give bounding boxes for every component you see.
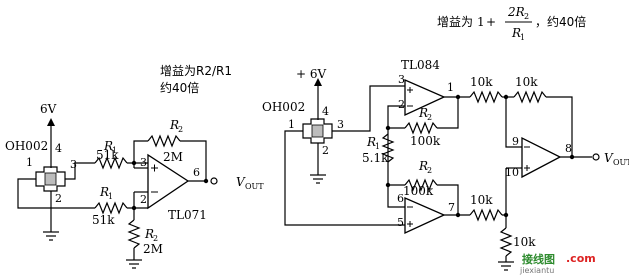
svg-text:R: R [511,26,521,40]
r1-top-name: R [103,139,113,153]
r-gnd-value: 10k [513,235,536,249]
output-label: V [236,175,246,189]
r2-bottom-name: R [418,159,428,173]
watermark: 接线图 .com jiexiantu [519,252,596,275]
resistor-10k-fb [513,90,547,104]
amp-pin: 10 [505,166,519,179]
ground-symbol [310,174,326,184]
svg-text:2: 2 [153,234,158,243]
r2-ground-value: 2M [143,242,163,256]
sensor-pin: 3 [70,158,77,171]
amp-name: TL084 [401,58,440,72]
watermark-site: jiexiantu [519,266,554,275]
amp-pin: 3 [140,156,147,169]
op-amp-3 [521,136,562,179]
svg-text:2: 2 [524,12,529,21]
r1-top-value: 51k [96,148,119,162]
amp-pin: 2 [140,193,147,206]
r2-feedback-value: 2M [163,150,183,164]
op-amp-2 [404,197,446,235]
ground-symbol [43,231,59,241]
amp-pin: 3 [398,73,405,86]
supply-label: + 6V [296,67,327,81]
hall-sensor [35,166,66,192]
gain-suffix: ，约40倍 [535,14,586,29]
r-out1-value: 10k [470,75,493,89]
resistor-r2-top [404,121,438,135]
right-circuit: + 6V OH002 1 4 3 2 3 2 1 TL [262,5,629,271]
svg-text:1: 1 [112,146,117,155]
r2-bottom-value: 100k [403,184,434,198]
svg-text:1: 1 [477,15,485,29]
amp-pin: 7 [448,201,455,214]
ground-symbol [126,259,142,269]
svg-text:2: 2 [427,166,432,175]
r1-value: 5.1k [362,151,389,165]
gain-note-line1: 增益为R2/R1 [160,64,232,78]
resistor-r1 [381,133,395,163]
amp-pin: 6 [397,192,404,205]
watermark-brand: 接线图 [522,252,555,266]
gain-formula: 增益为 1 + 2R 2 R 1 ，约40倍 [437,5,586,42]
sensor-pin: 2 [55,192,62,205]
output-label: V [604,151,614,165]
ground-symbol [498,261,514,271]
resistor-r2-feedback [147,134,181,148]
sensor-pin: 4 [322,105,329,118]
output-terminal [592,153,600,161]
amp-pin: 9 [512,135,519,148]
supply-label: 6V [40,102,57,116]
resistor-r1-bottom [94,201,148,215]
sensor-pin: 2 [322,144,329,157]
sensor-pin: 3 [337,118,344,131]
amp-pin: 2 [398,98,405,111]
watermark-domain: .com [566,252,596,265]
r-out2-value: 10k [470,193,493,207]
resistor-10k-1 [469,90,503,104]
output-terminal [210,177,218,185]
r1-bottom-value: 51k [92,213,115,227]
resistor-r2-bottom [404,178,438,192]
amp-pin: 8 [565,142,572,155]
svg-text:OUT: OUT [613,158,629,167]
left-circuit: 6V OH002 1 4 3 2 R 1 51k [5,64,264,269]
sensor-pin: 4 [55,142,62,155]
amp-name: TL071 [168,208,207,222]
hall-sensor [302,118,333,144]
supply-arrow [314,78,322,120]
svg-text:2R: 2R [507,5,525,19]
svg-text:1: 1 [375,142,380,151]
svg-text:OUT: OUT [245,182,264,191]
sensor-pin: 1 [26,156,33,169]
svg-text:2: 2 [178,125,183,134]
sensor-pin: 1 [288,118,295,131]
sensor-label: OH002 [5,139,48,153]
amp-pin: 1 [447,81,454,94]
r1-name: R [366,135,376,149]
svg-text:1: 1 [520,33,525,42]
amp-pin: 6 [193,166,200,179]
r2-feedback-name: R [169,118,179,132]
op-amp-tl071 [147,153,190,210]
r2-ground-name: R [144,227,154,241]
r2-top-value: 100k [410,134,441,148]
supply-arrow [47,118,55,168]
resistor-r2-ground [127,219,141,249]
amp-pin: 5 [397,216,404,229]
svg-text:1: 1 [108,192,113,201]
op-amp-1 [404,79,446,117]
sensor-label: OH002 [262,100,305,114]
resistor-r1-top [94,156,148,170]
resistor-10k-ground [499,227,513,257]
svg-text:2: 2 [427,113,432,122]
svg-text:+: + [486,15,496,29]
resistor-10k-2 [469,208,503,222]
r-fb-value: 10k [515,75,538,89]
gain-prefix: 增益为 [437,15,473,29]
r2-top-name: R [418,106,428,120]
gain-note-line2: 约40倍 [160,80,199,95]
r1-bottom-name: R [99,185,109,199]
